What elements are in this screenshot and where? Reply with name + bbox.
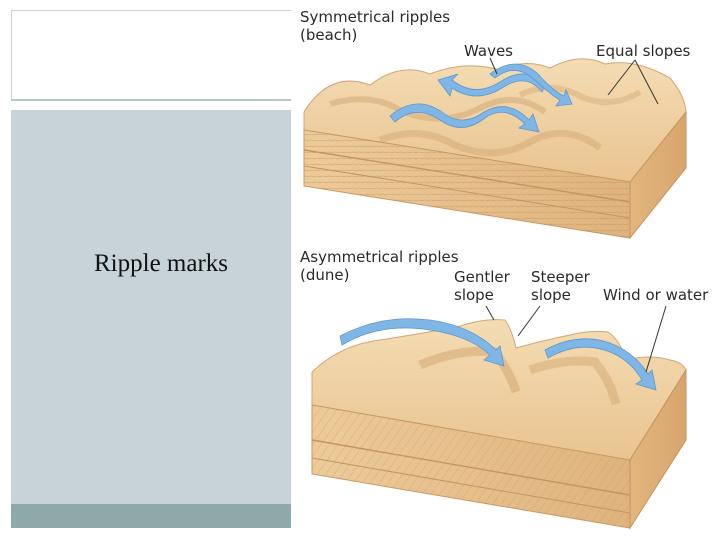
gentler-slope-label-line2: slope [454, 286, 494, 304]
asymmetrical-heading-line2: (dune) [300, 266, 349, 284]
gentler-slope-label-line1: Gentler [454, 268, 511, 286]
slide-divider-line [11, 99, 291, 101]
slide-title: Ripple marks [94, 250, 229, 277]
symmetrical-heading-line1: Symmetrical ripples [300, 8, 450, 26]
asymmetrical-block [311, 305, 687, 530]
wind-or-water-label: Wind or water [603, 286, 709, 304]
symmetrical-block [303, 57, 687, 240]
asymmetrical-heading-line1: Asymmetrical ripples [300, 248, 459, 266]
steeper-slope-label-line2: slope [531, 286, 571, 304]
symmetrical-heading-line2: (beach) [300, 26, 357, 44]
wave-arrow-right [489, 63, 573, 107]
waves-label: Waves [464, 42, 513, 60]
equal-slopes-label: Equal slopes [596, 42, 691, 60]
wave-arrow-lower [389, 103, 540, 133]
wave-arrow-upper [437, 73, 546, 97]
steeper-slope-label-line1: Steeper [531, 268, 591, 286]
current-arrow-right [544, 338, 657, 391]
current-arrow-left [339, 318, 505, 367]
bottom-bar [11, 504, 291, 528]
slide-frame-top [11, 10, 291, 100]
side-panel [11, 110, 291, 505]
ripple-diagram: Symmetrical ripples (beach) Waves Equal … [300, 8, 709, 530]
